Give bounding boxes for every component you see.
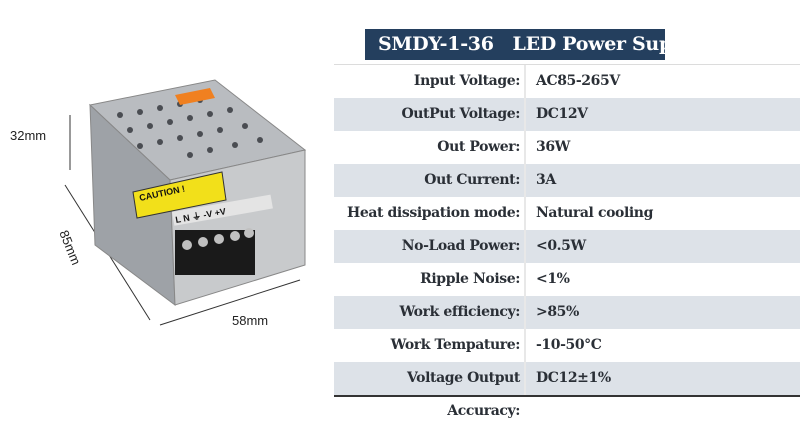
spec-label: Work Tempature: [334,329,526,362]
orange-sticker [175,88,215,105]
spec-label: OutPut Voltage: [334,98,526,131]
spec-label: Voltage Output Accuracy: [334,362,526,419]
spec-label: No-Load Power: [334,230,526,263]
spec-row: Heat dissipation mode: Natural cooling [334,197,800,230]
spec-label: Work efficiency: [334,296,526,329]
page-title: SMDY-1-36 LED Power Supply [365,29,703,60]
spec-value: <0.5W [536,238,586,254]
spec-row: OutPut Voltage: DC12V [334,98,800,131]
spec-value: >85% [536,304,579,320]
spec-value: <1% [536,271,570,287]
spec-label: Heat dissipation mode: [334,197,526,230]
width-label: 58mm [232,313,269,328]
spec-value: Natural cooling [536,205,653,221]
product-image: CAUTION ! L N ⏚ -V +V 32mm 85mm 58mm [0,0,335,400]
spec-table: Input Voltage: AC85-265V OutPut Voltage: D… [334,64,800,419]
spec-label: Out Power: [334,131,526,164]
spec-value: DC12V [536,106,588,122]
spec-value: 36W [536,139,571,155]
spec-row: Work Tempature: -10-50°C [334,329,800,362]
caution-label [132,171,227,219]
spec-row: Ripple Noise: <1% [334,263,800,296]
spec-row: No-Load Power: <0.5W [334,230,800,263]
width-dimension-line [159,279,301,326]
spec-value: DC12±1% [536,370,611,386]
spec-row: Voltage Output Accuracy: DC12±1% [334,362,800,419]
spec-value: AC85-265V [536,73,620,89]
spec-label: Input Voltage: [334,65,526,98]
spec-label: Ripple Noise: [334,263,526,296]
spec-row: Out Power: 36W [334,131,800,164]
power-supply-illustration: CAUTION ! L N ⏚ -V +V [64,79,307,326]
spec-row: Input Voltage: AC85-265V [334,65,800,98]
terminal-screws [182,228,254,250]
terminal-legend-strip [172,194,273,226]
spec-row: Work efficiency: >85% [334,296,800,329]
spec-label: Out Current: [334,164,526,197]
height-label: 32mm [10,128,47,143]
spec-value: 3A [536,172,556,188]
spec-value: -10-50°C [536,337,602,353]
spec-row: Out Current: 3A [334,164,800,197]
